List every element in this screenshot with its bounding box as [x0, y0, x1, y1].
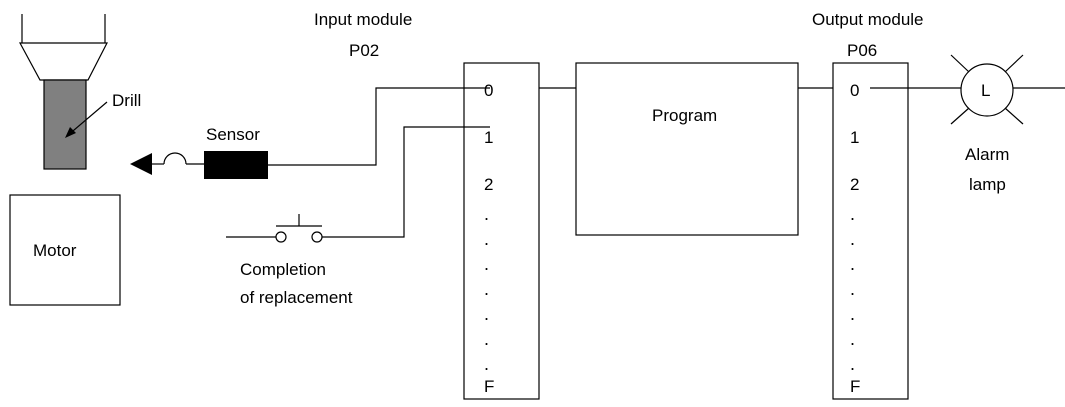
- drill-pointer-arrowhead: [65, 127, 76, 138]
- input-pins: 0 1 2....... F: [484, 81, 494, 396]
- motor-box: [9, 194, 121, 306]
- input-pin-dot-8: .: [484, 329, 489, 349]
- input-pin-dot-3: .: [484, 204, 489, 224]
- completion-label-line2: of replacement: [240, 288, 353, 307]
- alarm-label-line1: Alarm: [965, 145, 1009, 164]
- output-module-box: [832, 62, 909, 400]
- switch-wire: [322, 126, 490, 238]
- input-pin-dot-6: .: [484, 279, 489, 299]
- sensor-body: [204, 151, 268, 179]
- output-pin-1: 1: [850, 128, 859, 147]
- input-module-title: Input module: [314, 10, 412, 29]
- drill-pointer-line: [66, 101, 108, 137]
- input-pin-f: F: [484, 377, 494, 396]
- sensor-wire: [268, 87, 490, 166]
- lamp-ray-top-right: [1004, 54, 1024, 73]
- drill-holder: [18, 42, 108, 81]
- lamp-circle: [960, 63, 1014, 117]
- input-pin-2: 2: [484, 175, 493, 194]
- output-pins: 0 1 2....... F: [850, 81, 860, 396]
- output-pin-dot-6: .: [850, 279, 855, 299]
- lamp-ray-top-left: [950, 54, 970, 73]
- output-pin-2: 2: [850, 175, 859, 194]
- alarm-lamp: [950, 54, 1065, 125]
- output-module-title: Output module: [812, 10, 924, 29]
- drill-label: Drill: [112, 91, 141, 110]
- completion-label-line1: Completion: [240, 260, 326, 279]
- motor-label: Motor: [33, 241, 77, 260]
- output-module-id: P06: [847, 41, 877, 60]
- sensor-beam-arc: [163, 152, 187, 165]
- lamp-ray-bottom-left: [950, 107, 970, 125]
- lamp-ray-bottom-right: [1004, 107, 1024, 125]
- output-pin-dot-8: .: [850, 329, 855, 349]
- input-pin-dot-9: .: [484, 354, 489, 374]
- drill-assembly: [18, 14, 108, 170]
- output-pin-dot-7: .: [850, 304, 855, 324]
- output-pin-dot-9: .: [850, 354, 855, 374]
- lamp-letter: L: [981, 81, 990, 100]
- output-pin-dot-3: .: [850, 204, 855, 224]
- input-module-box: [463, 62, 540, 400]
- output-pin-0: 0: [850, 81, 859, 100]
- input-pin-dot-4: .: [484, 229, 489, 249]
- switch-contact-left: [275, 231, 287, 243]
- sensor-label: Sensor: [206, 125, 260, 144]
- input-pin-dot-5: .: [484, 254, 489, 274]
- alarm-label-line2: lamp: [969, 175, 1006, 194]
- sensor-beam-arrowhead: [130, 153, 152, 175]
- input-pin-1: 1: [484, 128, 493, 147]
- program-label: Program: [652, 106, 717, 125]
- input-module-id: P02: [349, 41, 379, 60]
- output-pin-dot-4: .: [850, 229, 855, 249]
- input-pin-0: 0: [484, 81, 493, 100]
- switch-contact-right: [311, 231, 323, 243]
- program-box: [575, 62, 799, 236]
- output-pin-dot-5: .: [850, 254, 855, 274]
- drill-bit: [43, 79, 87, 170]
- input-pin-dot-7: .: [484, 304, 489, 324]
- output-pin-f: F: [850, 377, 860, 396]
